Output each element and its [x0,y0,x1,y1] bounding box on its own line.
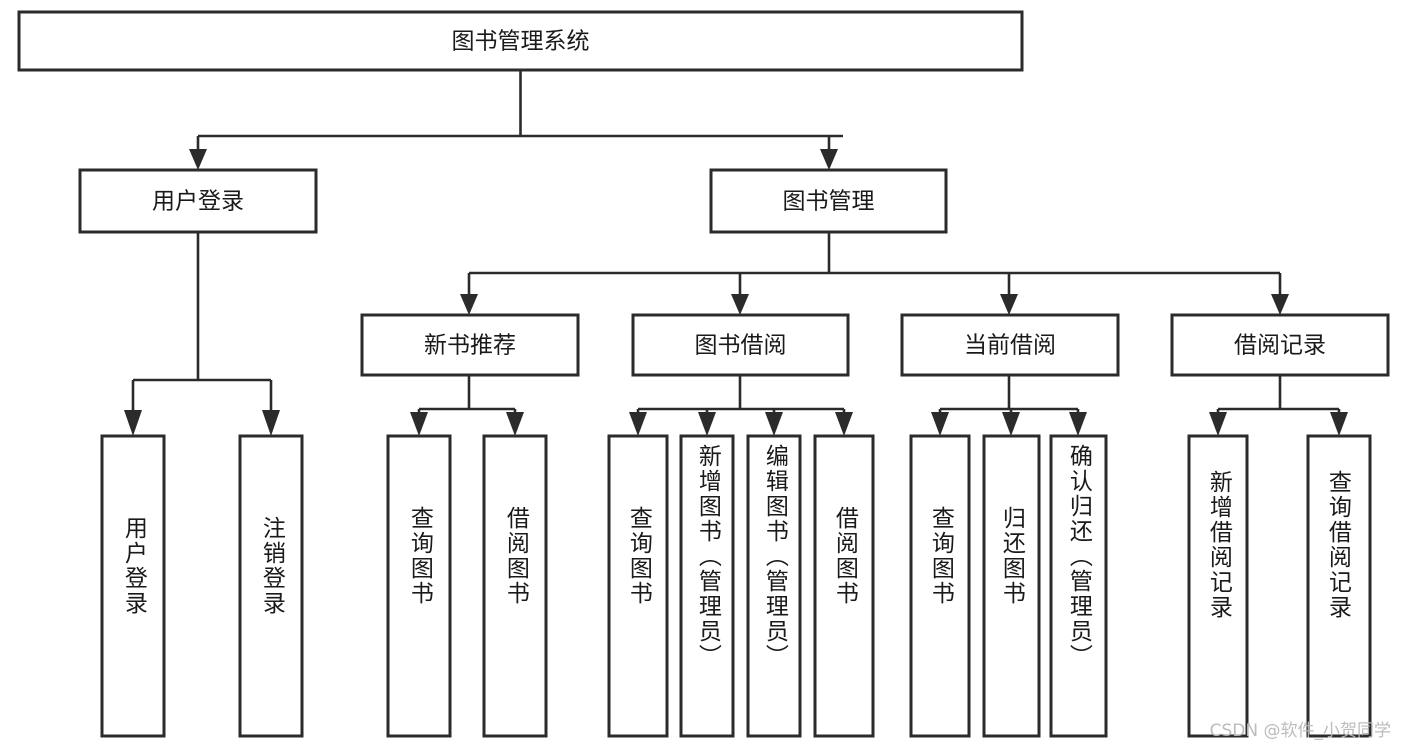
arrow-head-icon [1069,412,1087,436]
node-current-borrow[interactable]: 当前借阅 [900,313,1120,377]
arrow-head-icon [124,410,142,436]
node-box-leaf-return-book[interactable] [982,434,1041,738]
node-label-new-book-rec: 新书推荐 [424,333,516,359]
connector-new-book-rec-to-leaves [410,375,524,436]
arrow-head-icon [765,412,783,436]
node-box-leaf-query-book-rec[interactable] [386,434,452,738]
node-box-leaf-user-login[interactable] [100,434,166,738]
node-box[interactable] [900,313,1120,377]
arrow-head-icon [931,412,949,436]
arrow-head-icon [1330,412,1348,436]
node-borrow-record[interactable]: 借阅记录 [1170,313,1390,377]
node-label-root: 图书管理系统 [452,29,590,55]
node-label-book-borrow: 图书借阅 [695,333,787,359]
node-box-leaf-query-book-cur[interactable] [909,434,971,738]
connector-borrow-record-to-leaves [1209,375,1348,436]
node-root-system[interactable]: 图书管理系统 [17,10,1024,72]
node-box-leaf-add-borrow-rec[interactable] [1187,434,1249,738]
connector-current-borrow-to-leaves [931,375,1087,436]
node-box-leaf-query-book-bor[interactable] [607,434,669,738]
connector-book-manage-to-level3 [460,232,1289,315]
leaf-boxes [100,434,1372,738]
connector-user-login-to-leaves [124,232,280,436]
arrow-head-icon [820,149,838,170]
node-book-borrow[interactable]: 图书借阅 [631,313,850,377]
arrow-head-icon [1000,294,1018,315]
arrow-head-icon [835,412,853,436]
node-book-manage[interactable]: 图书管理 [709,168,948,234]
csdn-watermark: CSDN @软件_小贺同学 [1209,721,1391,741]
arrow-head-icon [189,149,207,170]
node-label-book-manage: 图书管理 [783,189,875,215]
node-box[interactable] [17,10,1024,72]
node-box-leaf-borrow-book-bor[interactable] [813,434,875,738]
arrow-head-icon [460,294,478,315]
node-box[interactable] [709,168,948,234]
arrow-head-icon [698,412,716,436]
node-box[interactable] [360,313,580,377]
node-box-leaf-logout[interactable] [238,434,304,738]
arrow-head-icon [262,410,280,436]
node-box-leaf-edit-book[interactable] [746,434,802,738]
node-new-book-rec[interactable]: 新书推荐 [360,313,580,377]
arrow-head-icon [629,412,647,436]
node-box-leaf-add-book[interactable] [679,434,735,738]
arrow-head-icon [506,412,524,436]
connector-root-to-level2 [189,70,843,170]
arrow-head-icon [1002,412,1020,436]
node-user-login[interactable]: 用户登录 [78,168,318,234]
arrow-head-icon [1209,412,1227,436]
node-box-leaf-borrow-book-rec[interactable] [482,434,548,738]
arrow-head-icon [731,294,749,315]
node-box[interactable] [1170,313,1390,377]
node-label-borrow-record: 借阅记录 [1234,333,1326,359]
arrow-head-icon [1271,294,1289,315]
node-box-leaf-query-borrow-rec[interactable] [1306,434,1372,738]
node-label-current-borrow: 当前借阅 [964,333,1056,359]
node-box[interactable] [78,168,318,234]
node-box-leaf-confirm-return[interactable] [1049,434,1108,738]
arrow-head-icon [410,412,428,436]
connector-book-borrow-to-leaves [629,375,853,436]
node-box[interactable] [631,313,850,377]
node-label-user-login: 用户登录 [152,189,244,215]
